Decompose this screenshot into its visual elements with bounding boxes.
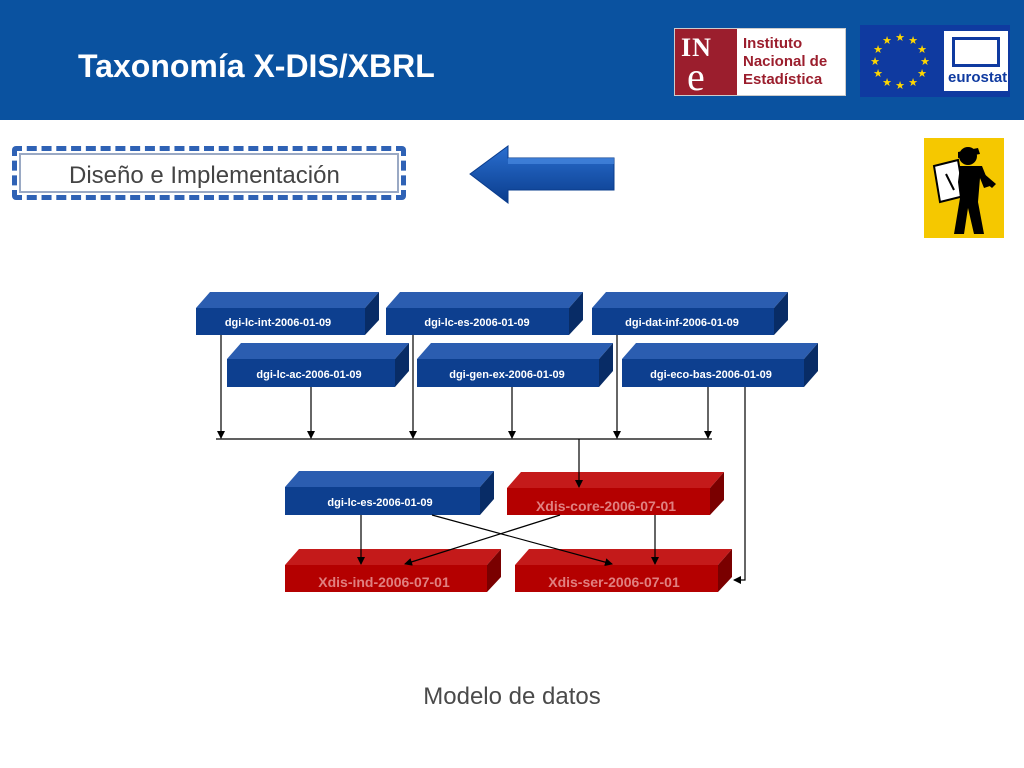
diagram-connectors <box>216 335 746 584</box>
ine-logo-mark: IN e <box>675 29 737 99</box>
box-label-b1: dgi-lc-int-2006-01-09 <box>225 317 331 329</box>
box-label-b4: dgi-lc-ac-2006-01-09 <box>256 369 361 381</box>
ine-mark-top: IN <box>681 33 712 62</box>
box-label-b2: dgi-lc-es-2006-01-09 <box>424 317 529 329</box>
svg-text:★: ★ <box>917 43 927 56</box>
left-arrow-icon <box>469 145 615 205</box>
red-box-r1: Xdis-core-2006-07-01 <box>507 472 724 515</box>
eurostat-word: eurostat <box>948 69 1008 86</box>
blue-box-b3: dgi-dat-inf-2006-01-09 <box>592 292 788 335</box>
ine-logo: IN e Instituto Nacional de Estadística <box>674 28 846 99</box>
ine-mark-bottom: e <box>687 54 705 99</box>
blue-box-b7: dgi-lc-es-2006-01-09 <box>285 471 494 515</box>
worker-clipart-icon <box>924 138 1004 238</box>
slide-caption: Modelo de datos <box>423 683 601 710</box>
svg-text:★: ★ <box>895 31 905 44</box>
svg-text:★: ★ <box>895 79 905 92</box>
header-bar: Taxonomía X-DIS/XBRL IN e Instituto Naci… <box>0 0 1024 120</box>
svg-text:★: ★ <box>882 34 892 47</box>
ine-logo-text: Instituto Nacional de Estadística <box>743 35 827 89</box>
eu-flag-icon: ★ ★ ★ ★ ★ ★ ★ ★ ★ ★ ★ ★ <box>862 27 938 95</box>
svg-text:★: ★ <box>917 67 927 80</box>
svg-text:★: ★ <box>908 76 918 89</box>
blue-box-b5: dgi-gen-ex-2006-01-09 <box>417 343 613 387</box>
box-label-r2: Xdis-ind-2006-07-01 <box>318 574 450 590</box>
eurostat-logo: eurostat <box>944 31 1008 91</box>
ine-line-1: Instituto <box>743 35 803 52</box>
box-label-b3: dgi-dat-inf-2006-01-09 <box>625 317 739 329</box>
svg-text:★: ★ <box>870 55 880 68</box>
blue-box-b1: dgi-lc-int-2006-01-09 <box>196 292 379 335</box>
svg-text:★: ★ <box>873 67 883 80</box>
eurostat-mark-icon <box>952 37 1000 67</box>
ine-line-2: Nacional de <box>743 53 828 70</box>
svg-text:★: ★ <box>873 43 883 56</box>
box-label-b6: dgi-eco-bas-2006-01-09 <box>650 369 772 381</box>
box-label-b5: dgi-gen-ex-2006-01-09 <box>449 369 565 381</box>
section-label: Diseño e Implementación <box>69 162 340 189</box>
section-label-box: Diseño e Implementación <box>12 146 406 200</box>
red-box-r3: Xdis-ser-2006-07-01 <box>515 549 732 592</box>
svg-text:★: ★ <box>882 76 892 89</box>
blue-box-b6: dgi-eco-bas-2006-01-09 <box>622 343 818 387</box>
box-label-r3: Xdis-ser-2006-07-01 <box>548 574 680 590</box>
blue-box-b4: dgi-lc-ac-2006-01-09 <box>227 343 409 387</box>
ine-line-3: Estadística <box>743 71 823 88</box>
box-label-r1: Xdis-core-2006-07-01 <box>536 498 676 514</box>
red-box-r2: Xdis-ind-2006-07-01 <box>285 549 501 592</box>
slide-title: Taxonomía X-DIS/XBRL <box>78 48 435 84</box>
box-label-b7: dgi-lc-es-2006-01-09 <box>327 497 432 509</box>
svg-text:★: ★ <box>908 34 918 47</box>
svg-text:★: ★ <box>920 55 930 68</box>
blue-box-b2: dgi-lc-es-2006-01-09 <box>386 292 583 335</box>
eu-eurostat-logo: ★ ★ ★ ★ ★ ★ ★ ★ ★ ★ ★ ★ eurostat <box>860 25 1010 97</box>
